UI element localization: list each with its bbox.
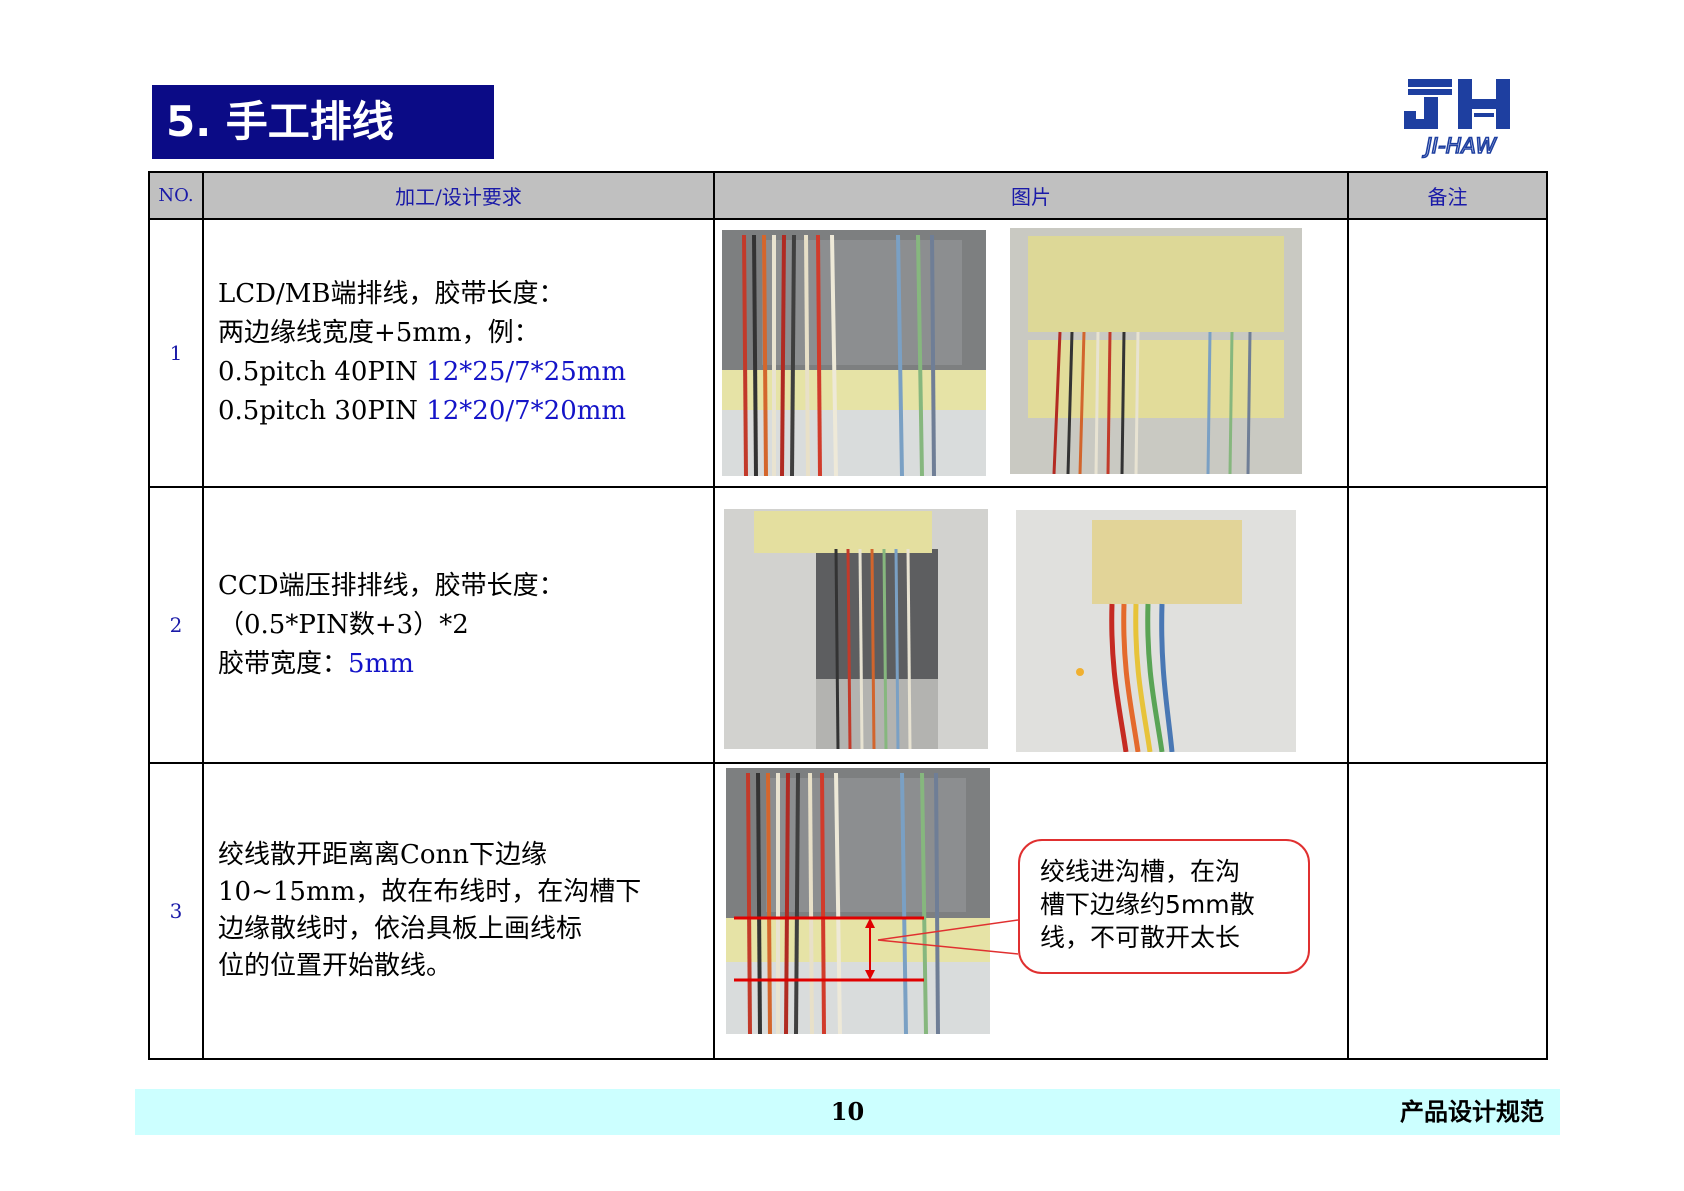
requirement-line: 两边缘线宽度+5mm，例： [218,318,540,348]
svg-text:JI-HAW: JI-HAW [1422,134,1498,158]
callout-line: 槽下边缘约5mm散 [1040,890,1255,919]
requirement-line: （0.5*PIN数+3）*2 [218,609,469,640]
note-cell [1347,762,1548,1060]
requirement-line: CCD端压排排线，胶带长度： [218,570,565,601]
requirement-line: 位的位置开始散线。 [218,951,453,981]
requirement-text: LCD/MB端排线，胶带长度： 两边缘线宽度+5mm，例： 0.5pitch 4… [202,218,715,488]
requirement-line: 胶带宽度：5mm [218,648,414,679]
page-number: 10 [830,1097,865,1126]
requirement-line: 0.5pitch 40PIN 12*25/7*25mm [218,357,627,387]
note-cell [1347,486,1548,764]
page-title: 5. 手工排线 [152,85,494,159]
photo-wires-fixture [722,230,986,476]
table-header-row: NO. 加工/设计要求 图片 备注 [148,171,1548,220]
note-cell [1347,218,1548,488]
requirement-line: 0.5pitch 30PIN 12*20/7*20mm [218,396,627,426]
header-no: NO. [148,171,204,220]
footer-bar: 10 产品设计规范 [135,1089,1560,1135]
photo-wires-taped [1010,228,1302,474]
header-requirement: 加工/设计要求 [202,171,715,220]
row-number: 1 [148,218,204,488]
callout-line: 绞线进沟槽，在沟 [1040,857,1241,886]
requirement-line: 10~15mm，故在布线时，在沟槽下 [218,877,642,907]
requirement-line: LCD/MB端排线，胶带长度： [218,279,565,309]
requirement-text: CCD端压排排线，胶带长度： （0.5*PIN数+3）*2 胶带宽度：5mm [202,486,715,764]
photo-ccd-pressed [724,509,988,749]
ji-haw-logo: JI-HAW [1390,77,1532,163]
header-picture: 图片 [713,171,1349,220]
photo-wire-spread-marks [726,768,990,1034]
requirement-line: 绞线散开距离离Conn下边缘 [218,840,548,870]
row-number: 2 [148,486,204,764]
photo-colored-wires [1016,510,1296,752]
requirement-line: 边缘散线时，依治具板上画线标 [218,914,583,944]
callout-line: 线，不可散开太长 [1040,923,1241,952]
annotation-callout: 绞线进沟槽，在沟 槽下边缘约5mm散 线，不可散开太长 [1018,839,1310,974]
footer-doc-title: 产品设计规范 [1400,1097,1544,1126]
row-number: 3 [148,762,204,1060]
requirement-text: 绞线散开距离离Conn下边缘 10~15mm，故在布线时，在沟槽下 边缘散线时，… [202,762,715,1060]
header-note: 备注 [1347,171,1548,220]
